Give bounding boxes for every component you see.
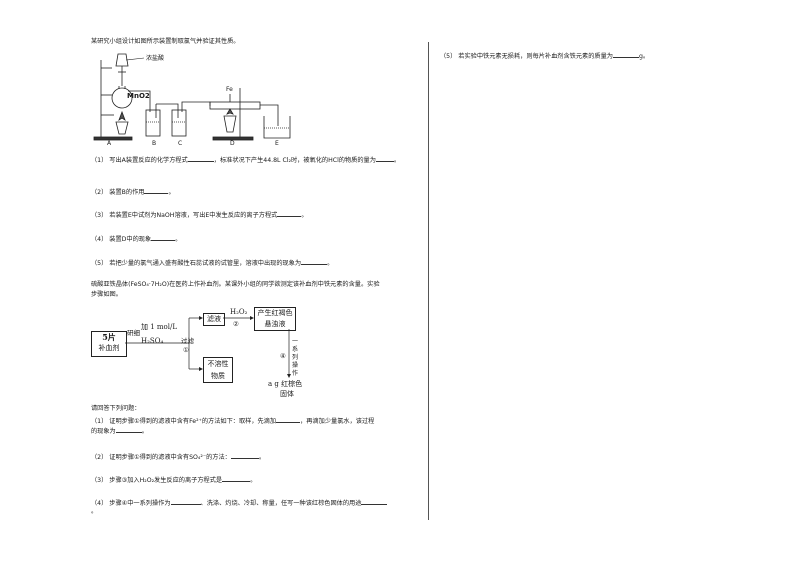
apparatus-diagram xyxy=(93,53,291,141)
answer-blank xyxy=(301,258,328,265)
tablets-box: 5片 补血剂 xyxy=(91,331,127,357)
result-label-1: a g 红棕色 xyxy=(268,380,303,388)
fe-label: Fe xyxy=(226,86,233,93)
filtrate-box: 滤液 xyxy=(203,313,225,326)
station-label-a: A xyxy=(107,140,112,147)
column-divider xyxy=(428,42,429,520)
answer-blank xyxy=(361,498,388,505)
acid-bottom-label: H₂SO₄ xyxy=(141,337,164,345)
intro-text-1: 某研究小组设计如图所示装置制取氯气并验证其性质。 xyxy=(91,38,240,45)
part-1-line1: （1） 证明步骤①得到的滤液中含有Fe²⁺的方法如下：取样，先滴加，再滴加少量氯… xyxy=(91,416,375,425)
step-2-label: ② xyxy=(233,320,239,328)
insoluble-box: 不溶性 物质 xyxy=(203,357,233,383)
intro-text-2-line2: 步骤如图。 xyxy=(91,291,122,298)
ops-char-1: 一 xyxy=(292,338,299,345)
answer-blank xyxy=(230,452,259,459)
answer-blank xyxy=(151,234,176,241)
answer-blank xyxy=(375,155,394,162)
step-4-label: ④ xyxy=(280,352,286,360)
acid-label: 浓盐酸 xyxy=(146,55,165,62)
mno2-label: MnO2 xyxy=(127,92,150,100)
answer-blank xyxy=(170,498,201,505)
question-1: （1） 写出A装置反应的化学方程式，标准状况下产生44.8L Cl₂时，被氧化的… xyxy=(91,155,401,164)
ops-char-3: 列 xyxy=(292,354,299,361)
station-label-c: C xyxy=(178,140,183,147)
acid-top-label: 加 1 mol/L xyxy=(141,323,178,331)
part-4-line1: （4） 步骤④中一系列操作为、洗涤、灼烧、冷却、称量，任写一种该红棕色固体的用途 xyxy=(91,498,388,508)
answer-intro: 请回答下列问题： xyxy=(91,405,141,412)
question-4: （4） 装置D中的现象。 xyxy=(91,234,182,243)
flow-arrows xyxy=(125,316,291,378)
answer-blank xyxy=(612,51,639,58)
answer-blank xyxy=(276,416,301,423)
part-4-line2: 。 xyxy=(91,508,98,515)
question-2: （2） 装置B的作用。 xyxy=(91,187,175,196)
ops-char-2: 系 xyxy=(292,346,299,353)
station-label-b: B xyxy=(152,140,157,147)
answer-blank xyxy=(187,155,214,162)
part-2: （2） 证明步骤①得到的滤液中含有SO₄²⁻的方法：。 xyxy=(91,452,266,461)
answer-blank xyxy=(144,187,169,194)
station-label-e: E xyxy=(275,140,279,147)
ops-char-5: 作 xyxy=(292,370,299,377)
question-5: （5） 若把少量的氯气通入盛有酸性石蕊试液的试管里，溶液中出现的现象为。 xyxy=(91,258,334,267)
red-suspension-box: 产生红褐色 悬浊液 xyxy=(254,307,296,331)
ops-char-4: 操 xyxy=(292,362,299,369)
step-1-label: ① xyxy=(183,346,189,354)
part-1-line2: 的现象为。 xyxy=(91,426,148,435)
question-3: （3） 若装置E中试剂为NaOH溶液，写出E中发生反应的离子方程式。 xyxy=(91,210,308,219)
intro-text-2-line1: 硫酸亚铁晶体(FeSO₄·7H₂O)在医药上作补血剂。某课外小组的同学欲测定该补… xyxy=(91,281,380,288)
answer-blank xyxy=(115,426,142,433)
answer-blank xyxy=(277,210,302,217)
answer-blank xyxy=(222,475,251,482)
filter-label: 过滤 xyxy=(181,337,194,345)
result-label-2: 固体 xyxy=(280,390,294,398)
h2o2-label: H₂O₂ xyxy=(230,308,248,316)
grind-label: 研细 xyxy=(127,329,140,337)
part-3: （3） 步骤③加入H₂O₂发生反应的离子方程式是。 xyxy=(91,475,257,484)
station-label-d: D xyxy=(230,140,235,147)
